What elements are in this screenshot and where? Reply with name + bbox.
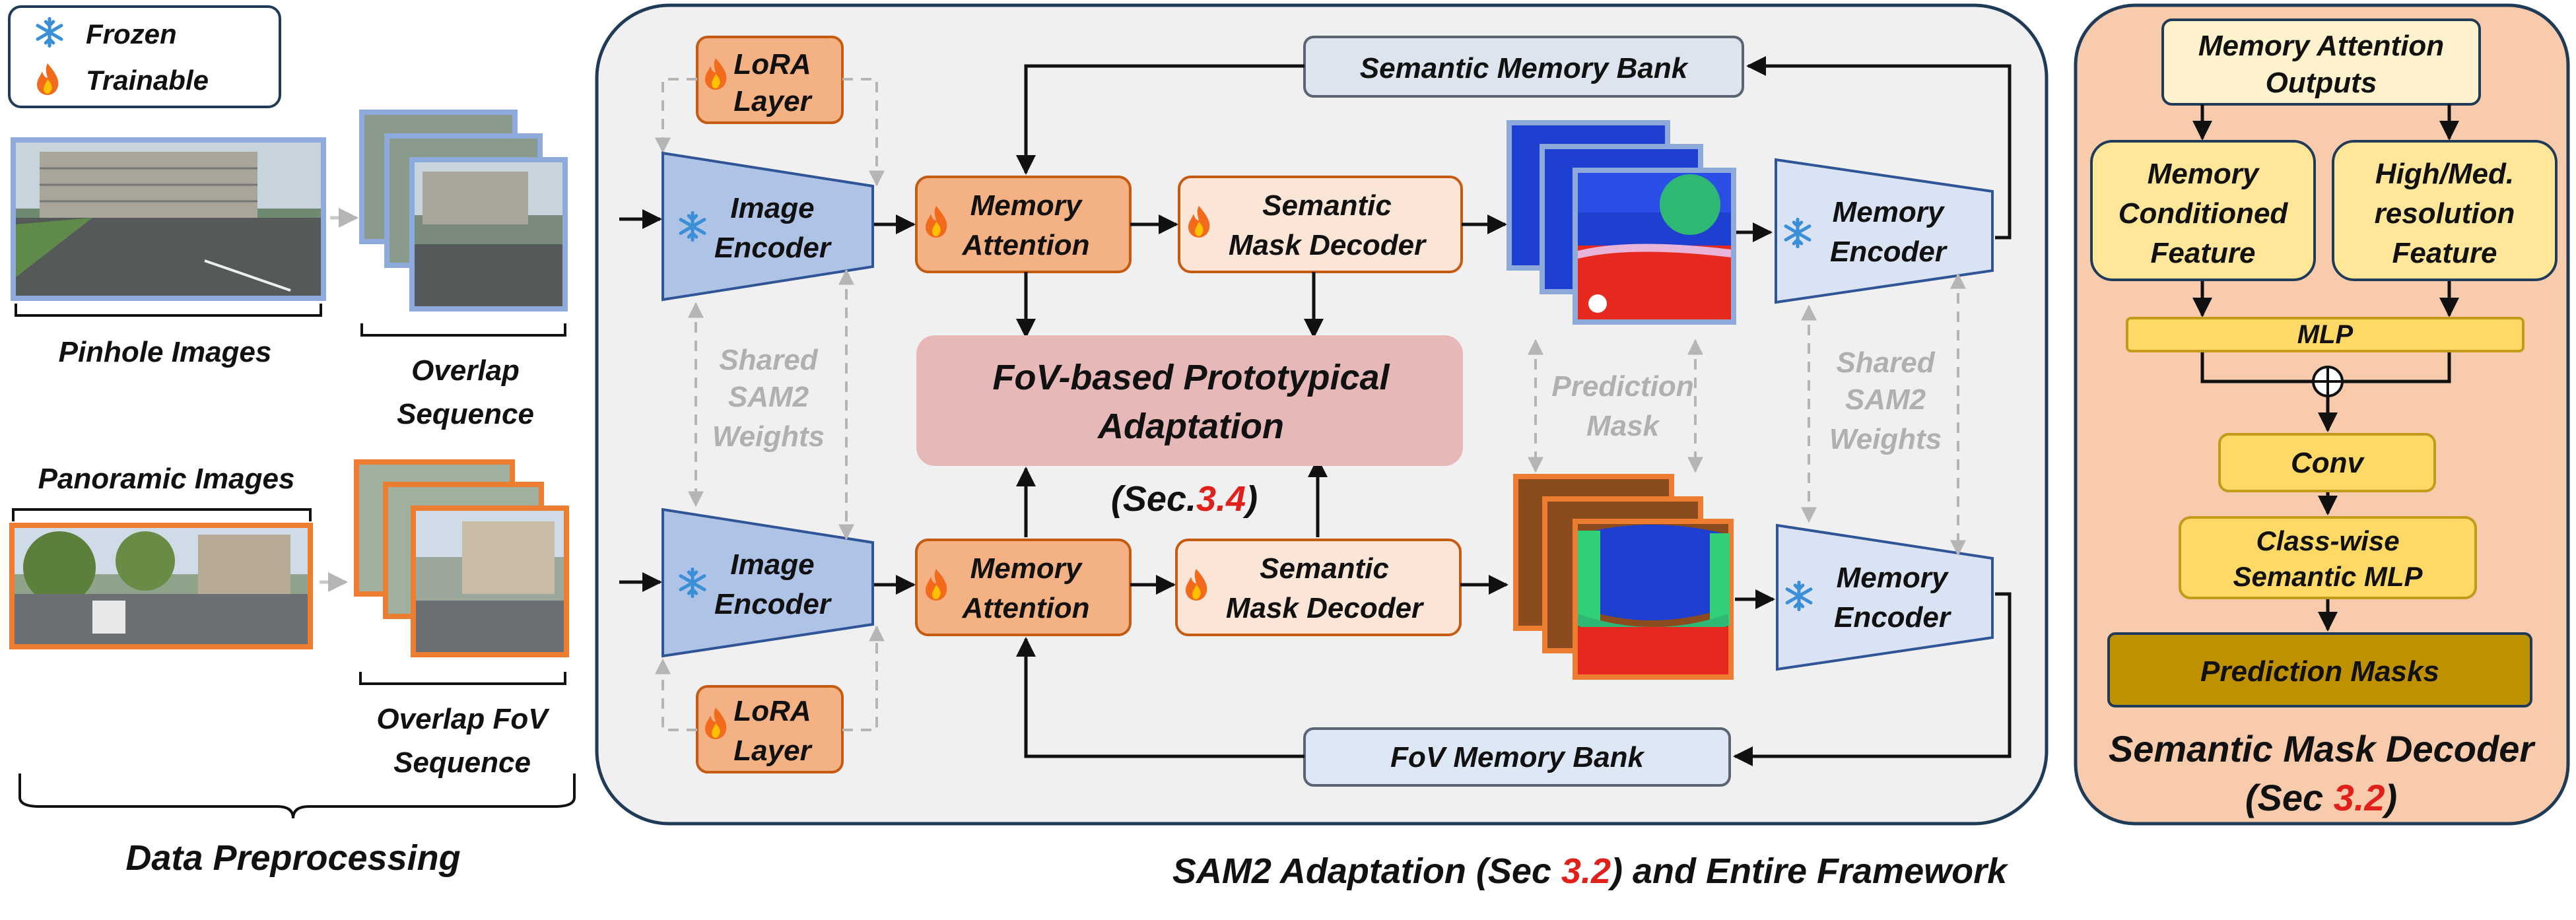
overlap-fov-label-2: Sequence bbox=[393, 746, 531, 779]
shared-right-3: Weights bbox=[1829, 423, 1942, 455]
memory-encoder-top-label-1: Memory bbox=[1833, 196, 1946, 228]
memory-encoder-top bbox=[1775, 158, 1994, 304]
shared-left-3: Weights bbox=[712, 420, 825, 453]
lora-bottom-label-1: LoRA bbox=[733, 695, 811, 727]
overlap-sequence-images bbox=[359, 110, 568, 312]
lora-bottom-label-2: Layer bbox=[733, 735, 813, 767]
prediction-label-1: Prediction bbox=[1551, 370, 1693, 403]
legend: Frozen Trainable bbox=[8, 5, 281, 108]
highres-label-2: resolution bbox=[2375, 197, 2515, 230]
memory-conditioned-feature-box bbox=[2090, 140, 2316, 281]
decoder-flow-arrows bbox=[2192, 104, 2459, 632]
mask-decoder-bottom-label-2: Mask Decoder bbox=[1226, 592, 1425, 624]
mem-cond-label-2: Conditioned bbox=[2118, 197, 2289, 230]
memory-attention-outputs-box bbox=[2161, 18, 2481, 106]
legend-frozen-label: Frozen bbox=[86, 18, 177, 49]
shared-left-2: SAM2 bbox=[728, 381, 809, 413]
mem-cond-label-3: Feature bbox=[2151, 237, 2256, 269]
memory-attention-bottom bbox=[915, 539, 1132, 636]
mem-cond-label-1: Memory bbox=[2148, 158, 2260, 190]
pinhole-bracket bbox=[15, 304, 322, 317]
sum-icon bbox=[2312, 366, 2344, 397]
shared-right-1: Shared bbox=[1836, 346, 1935, 379]
lora-links bbox=[655, 78, 885, 731]
overlap-fov-images bbox=[354, 459, 569, 657]
lora-top-label-1: LoRA bbox=[733, 48, 811, 81]
fov-proto-label-1: FoV-based Prototypical bbox=[992, 358, 1390, 397]
pinhole-image bbox=[11, 137, 326, 301]
memory-encoder-bottom bbox=[1776, 523, 1994, 671]
image-encoder-bottom-label-1: Image bbox=[730, 548, 814, 581]
decoder-title-2: (Sec 3.2) bbox=[2245, 777, 2397, 818]
semantic-memory-bank-label: Semantic Memory Bank bbox=[1360, 52, 1689, 84]
semantic-mask-decoder-bottom bbox=[1175, 539, 1462, 636]
flow-arrows bbox=[874, 56, 2012, 766]
prediction-masks-box bbox=[2107, 632, 2532, 707]
highres-label-1: High/Med. bbox=[2375, 158, 2514, 190]
prediction-masks-panoramic bbox=[1513, 474, 1734, 680]
sam2-framework: Semantic Memory Bank FoV Memory Bank LoR… bbox=[595, 3, 2049, 891]
memory-attention-bottom-label-2: Attention bbox=[961, 592, 1089, 624]
overlap-fov-label-1: Overlap FoV bbox=[376, 703, 550, 735]
conv-box bbox=[2218, 433, 2436, 492]
data-preprocessing: Pinhole Images Overlap Sequence Panorami… bbox=[9, 110, 576, 878]
mask-decoder-bottom-label-1: Semantic bbox=[1260, 552, 1389, 585]
mem-attn-out-label-2: Outputs bbox=[2266, 67, 2377, 99]
panoramic-bracket bbox=[12, 508, 312, 521]
image-encoder-bottom-label-2: Encoder bbox=[714, 588, 832, 620]
pinhole-label: Pinhole Images bbox=[59, 336, 272, 368]
preprocessing-title: Data Preprocessing bbox=[125, 838, 460, 878]
class-mlp-label-1: Class-wise bbox=[2256, 525, 2399, 556]
image-encoder-top bbox=[661, 151, 874, 302]
legend-trainable-label: Trainable bbox=[86, 65, 209, 96]
fov-memory-bank-label: FoV Memory Bank bbox=[1390, 741, 1645, 773]
prediction-masks-label: Prediction Masks bbox=[2200, 655, 2439, 688]
overlap-seq-label-1: Overlap bbox=[411, 354, 520, 387]
shared-right-2: SAM2 bbox=[1845, 383, 1926, 416]
memory-encoder-bottom-label-1: Memory bbox=[1837, 562, 1949, 594]
mem-attn-out-label-1: Memory Attention bbox=[2198, 30, 2444, 62]
memory-encoder-top-label-2: Encoder bbox=[1830, 236, 1948, 268]
mlp-box bbox=[2126, 317, 2525, 352]
high-res-feature-box bbox=[2332, 140, 2558, 281]
prediction-label-2: Mask bbox=[1586, 410, 1661, 442]
prediction-masks-pinhole bbox=[1507, 120, 1736, 325]
memory-encoder-bottom-label-2: Encoder bbox=[1834, 601, 1952, 634]
semantic-mask-decoder-panel: Memory Attention Outputs Memory Conditio… bbox=[2074, 3, 2570, 826]
fov-prototypical-adaptation bbox=[916, 335, 1463, 466]
shared-left-1: Shared bbox=[719, 344, 818, 376]
memory-attention-top-label-2: Attention bbox=[961, 229, 1089, 261]
image-encoder-top-label-1: Image bbox=[730, 192, 814, 224]
conv-label: Conv bbox=[2291, 447, 2365, 479]
memory-attention-top-label-1: Memory bbox=[970, 189, 1083, 222]
fov-proto-label-2: Adaptation bbox=[1097, 407, 1284, 446]
framework-caption: SAM2 Adaptation (Sec 3.2) and Entire Fra… bbox=[1172, 851, 2009, 891]
panoramic-label: Panoramic Images bbox=[38, 463, 295, 495]
image-encoder-bottom bbox=[661, 508, 874, 658]
preprocessing-brace bbox=[18, 773, 576, 819]
image-encoder-top-label-2: Encoder bbox=[714, 232, 832, 264]
highres-label-3: Feature bbox=[2392, 237, 2497, 269]
memory-attention-bottom-label-1: Memory bbox=[970, 552, 1083, 585]
decoder-title-1: Semantic Mask Decoder bbox=[2109, 728, 2536, 770]
class-wise-mlp-box bbox=[2179, 516, 2477, 599]
overlap-fov-bracket bbox=[359, 672, 566, 685]
overlap-seq-label-2: Sequence bbox=[397, 398, 534, 430]
sec34-label: (Sec.3.4) bbox=[1111, 479, 1258, 519]
lora-top-label-2: Layer bbox=[733, 85, 813, 117]
panoramic-image bbox=[9, 523, 313, 649]
legend-box bbox=[8, 5, 281, 108]
mlp-label: MLP bbox=[2297, 320, 2354, 349]
overlap-seq-bracket bbox=[360, 323, 566, 337]
mask-decoder-top-label-2: Mask Decoder bbox=[1229, 229, 1427, 261]
class-mlp-label-2: Semantic MLP bbox=[2233, 561, 2423, 592]
mask-decoder-top-label-1: Semantic bbox=[1262, 189, 1392, 222]
